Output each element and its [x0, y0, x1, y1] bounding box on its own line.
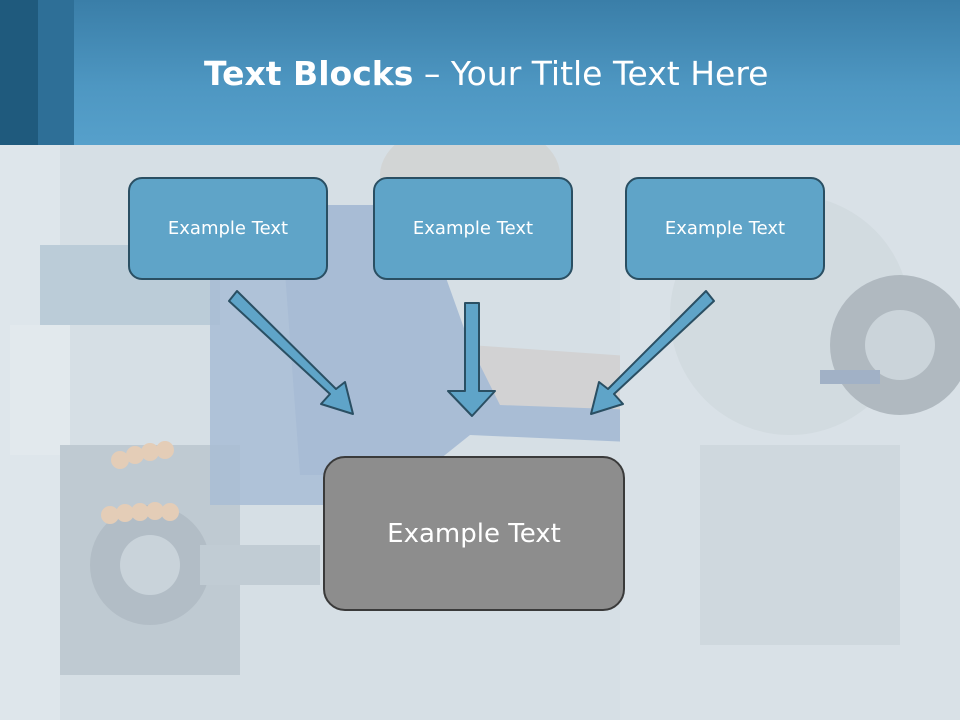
slide-title[interactable]: Text Blocks – Your Title Text Here: [204, 54, 768, 93]
title-bold: Text Blocks: [204, 54, 414, 93]
text-box-label: Example Text: [167, 218, 289, 239]
target-text-label: Example Text: [387, 518, 561, 549]
text-box-1[interactable]: Example Text: [128, 177, 328, 280]
header-band: Text Blocks – Your Title Text Here: [0, 0, 960, 145]
header-accent-bar-dark: [0, 0, 38, 145]
text-box-label: Example Text: [664, 218, 786, 239]
title-rest: Your Title Text Here: [450, 54, 769, 93]
text-box-2[interactable]: Example Text: [373, 177, 573, 280]
text-box-label: Example Text: [412, 218, 534, 239]
target-text-box[interactable]: Example Text: [323, 456, 625, 611]
text-box-3[interactable]: Example Text: [625, 177, 825, 280]
title-dash: –: [413, 54, 451, 93]
header-accent-bar: [38, 0, 74, 145]
